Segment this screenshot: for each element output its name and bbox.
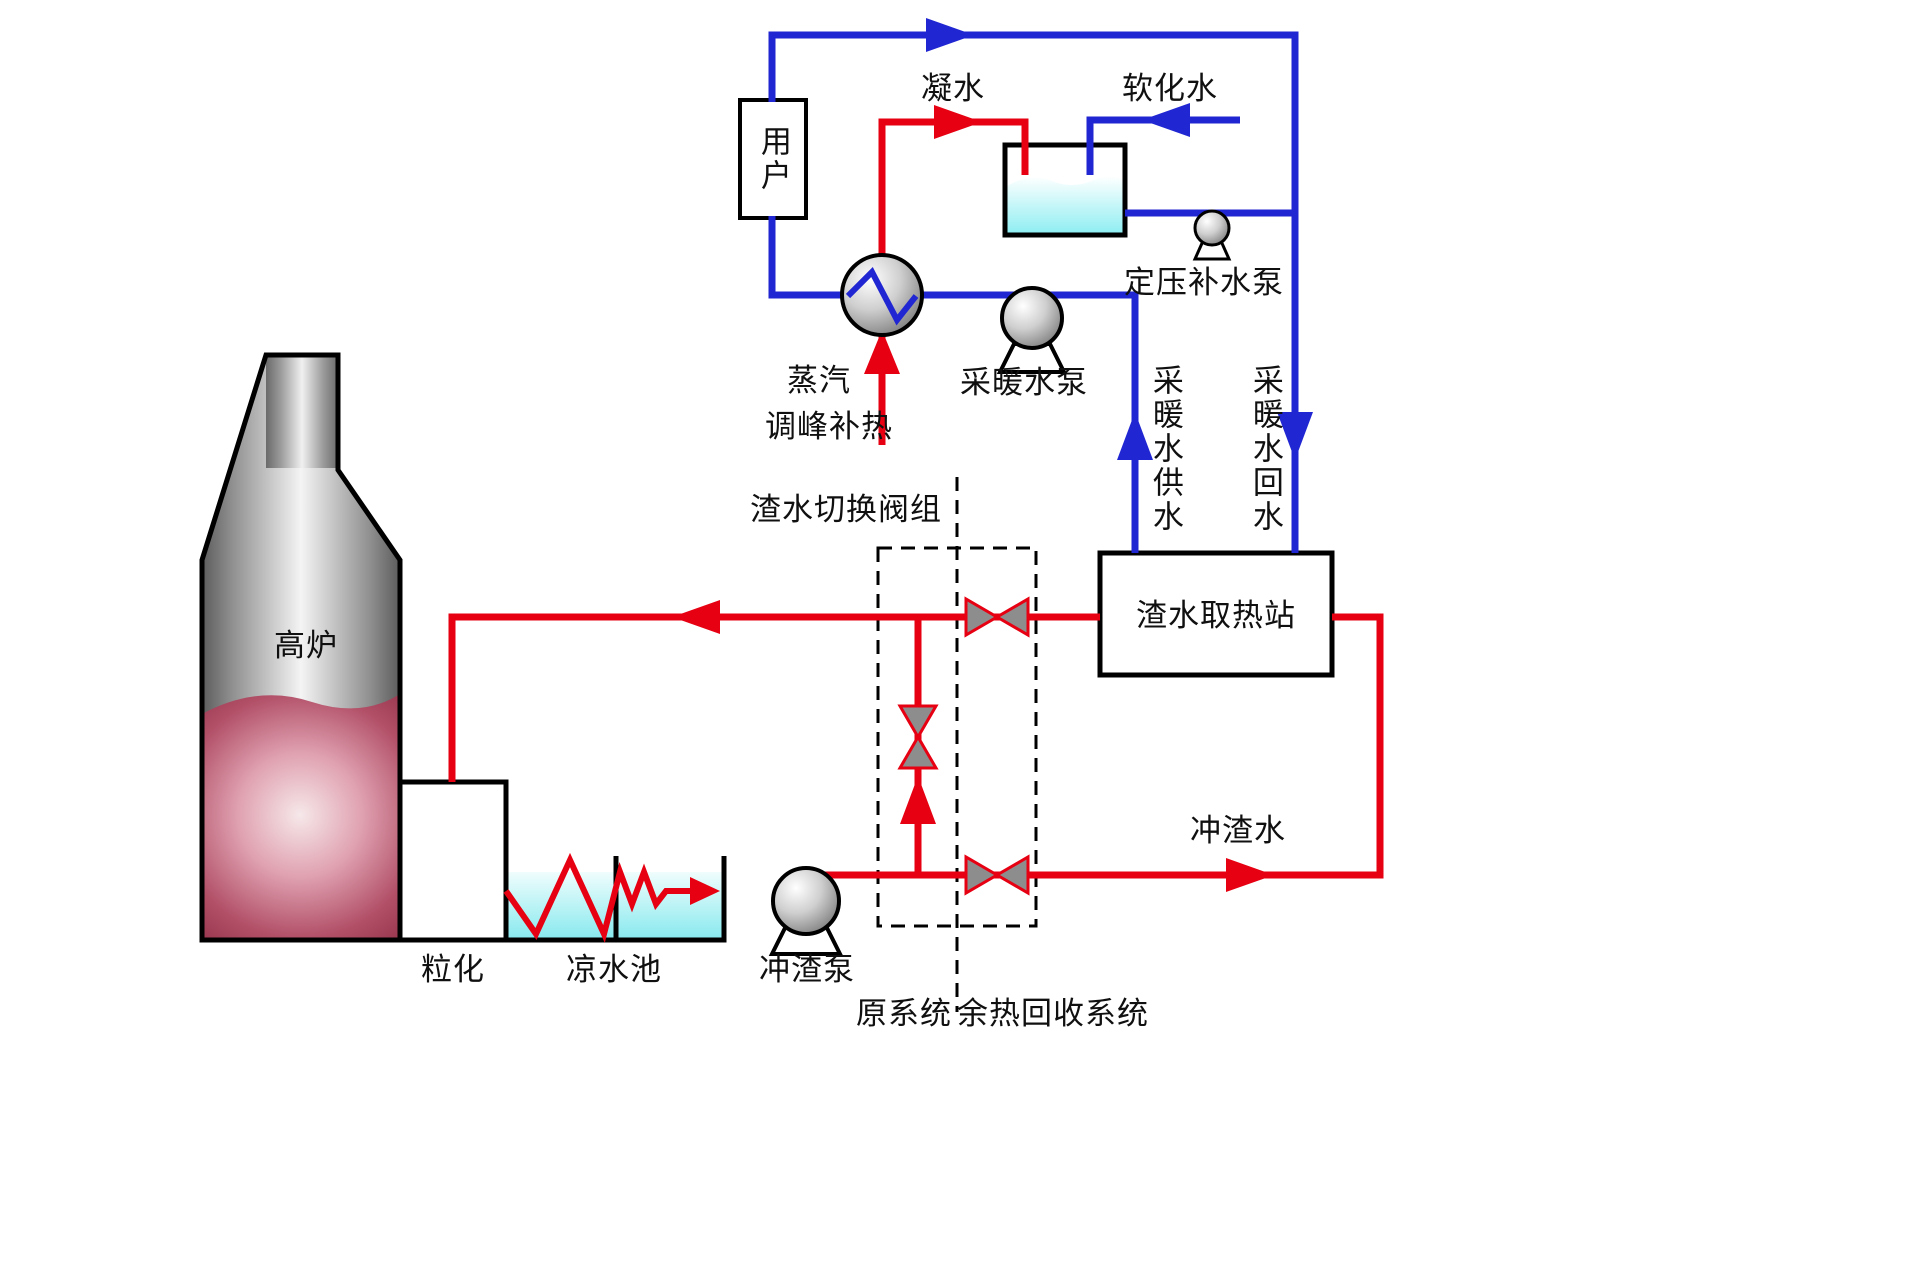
label-blast-furnace: 高炉 bbox=[274, 628, 338, 664]
label-slag-pump: 冲渣泵 bbox=[759, 952, 855, 988]
label-pressure-makeup-pump: 定压补水泵 bbox=[1124, 265, 1284, 301]
arrow-condensate bbox=[934, 105, 982, 139]
label-cooling-pool: 凉水池 bbox=[566, 952, 662, 988]
pipe-return-line bbox=[768, 31, 1299, 553]
pool-slag-flow-zigzag bbox=[503, 852, 692, 943]
valve-slag-line bbox=[964, 854, 1030, 896]
label-heat-station: 渣水取热站 bbox=[1136, 598, 1296, 634]
label-peak-heating: 调峰补热 bbox=[765, 409, 893, 445]
arrow-steam-up bbox=[864, 330, 900, 374]
label-recovery-system: 余热回收系统 bbox=[957, 996, 1149, 1032]
arrow-supply-up bbox=[1117, 412, 1153, 460]
arrow-bypass-up bbox=[900, 776, 936, 824]
label-original-system: 原系统 bbox=[856, 996, 952, 1032]
arrow-softened-water bbox=[1142, 103, 1190, 137]
label-softened-water: 软化水 bbox=[1122, 71, 1218, 107]
granulation-box bbox=[397, 779, 509, 943]
pressure-makeup-pump bbox=[1192, 209, 1232, 261]
arrow-return-down bbox=[1277, 412, 1313, 460]
pipe-user-to-exchanger bbox=[768, 216, 852, 299]
label-user: 用户 bbox=[755, 125, 791, 193]
heat-exchanger bbox=[840, 253, 924, 337]
pipe-station-to-granulation bbox=[448, 613, 1100, 782]
user-box bbox=[738, 98, 808, 220]
tank-water bbox=[1007, 176, 1123, 233]
pipe-slag-to-station bbox=[806, 613, 1384, 879]
arrow-pool-flow bbox=[690, 877, 720, 905]
label-granulation: 粒化 bbox=[421, 952, 485, 988]
valve-recovery-line bbox=[964, 596, 1030, 638]
arrow-return-top bbox=[926, 18, 974, 52]
arrow-to-granulation bbox=[672, 600, 720, 634]
valve-bypass bbox=[897, 704, 939, 770]
expansion-tank bbox=[1002, 142, 1128, 238]
pipe-supply-line bbox=[912, 291, 1139, 553]
label-valve-group: 渣水切换阀组 bbox=[750, 492, 942, 528]
molten-slag bbox=[202, 694, 400, 940]
label-heating-pump: 采暖水泵 bbox=[960, 365, 1088, 401]
label-return-water: 采暖水回水 bbox=[1247, 364, 1283, 534]
blast-furnace bbox=[199, 352, 403, 943]
label-steam: 蒸汽 bbox=[787, 363, 851, 399]
heat-exchanger-coil bbox=[845, 266, 919, 326]
label-supply-water: 采暖水供水 bbox=[1147, 364, 1183, 534]
heating-pump bbox=[996, 286, 1068, 374]
arrow-slag-water bbox=[1226, 858, 1274, 892]
label-condensate: 凝水 bbox=[921, 71, 985, 107]
label-slag-flush-water: 冲渣水 bbox=[1190, 813, 1286, 849]
slag-pump bbox=[768, 866, 844, 956]
